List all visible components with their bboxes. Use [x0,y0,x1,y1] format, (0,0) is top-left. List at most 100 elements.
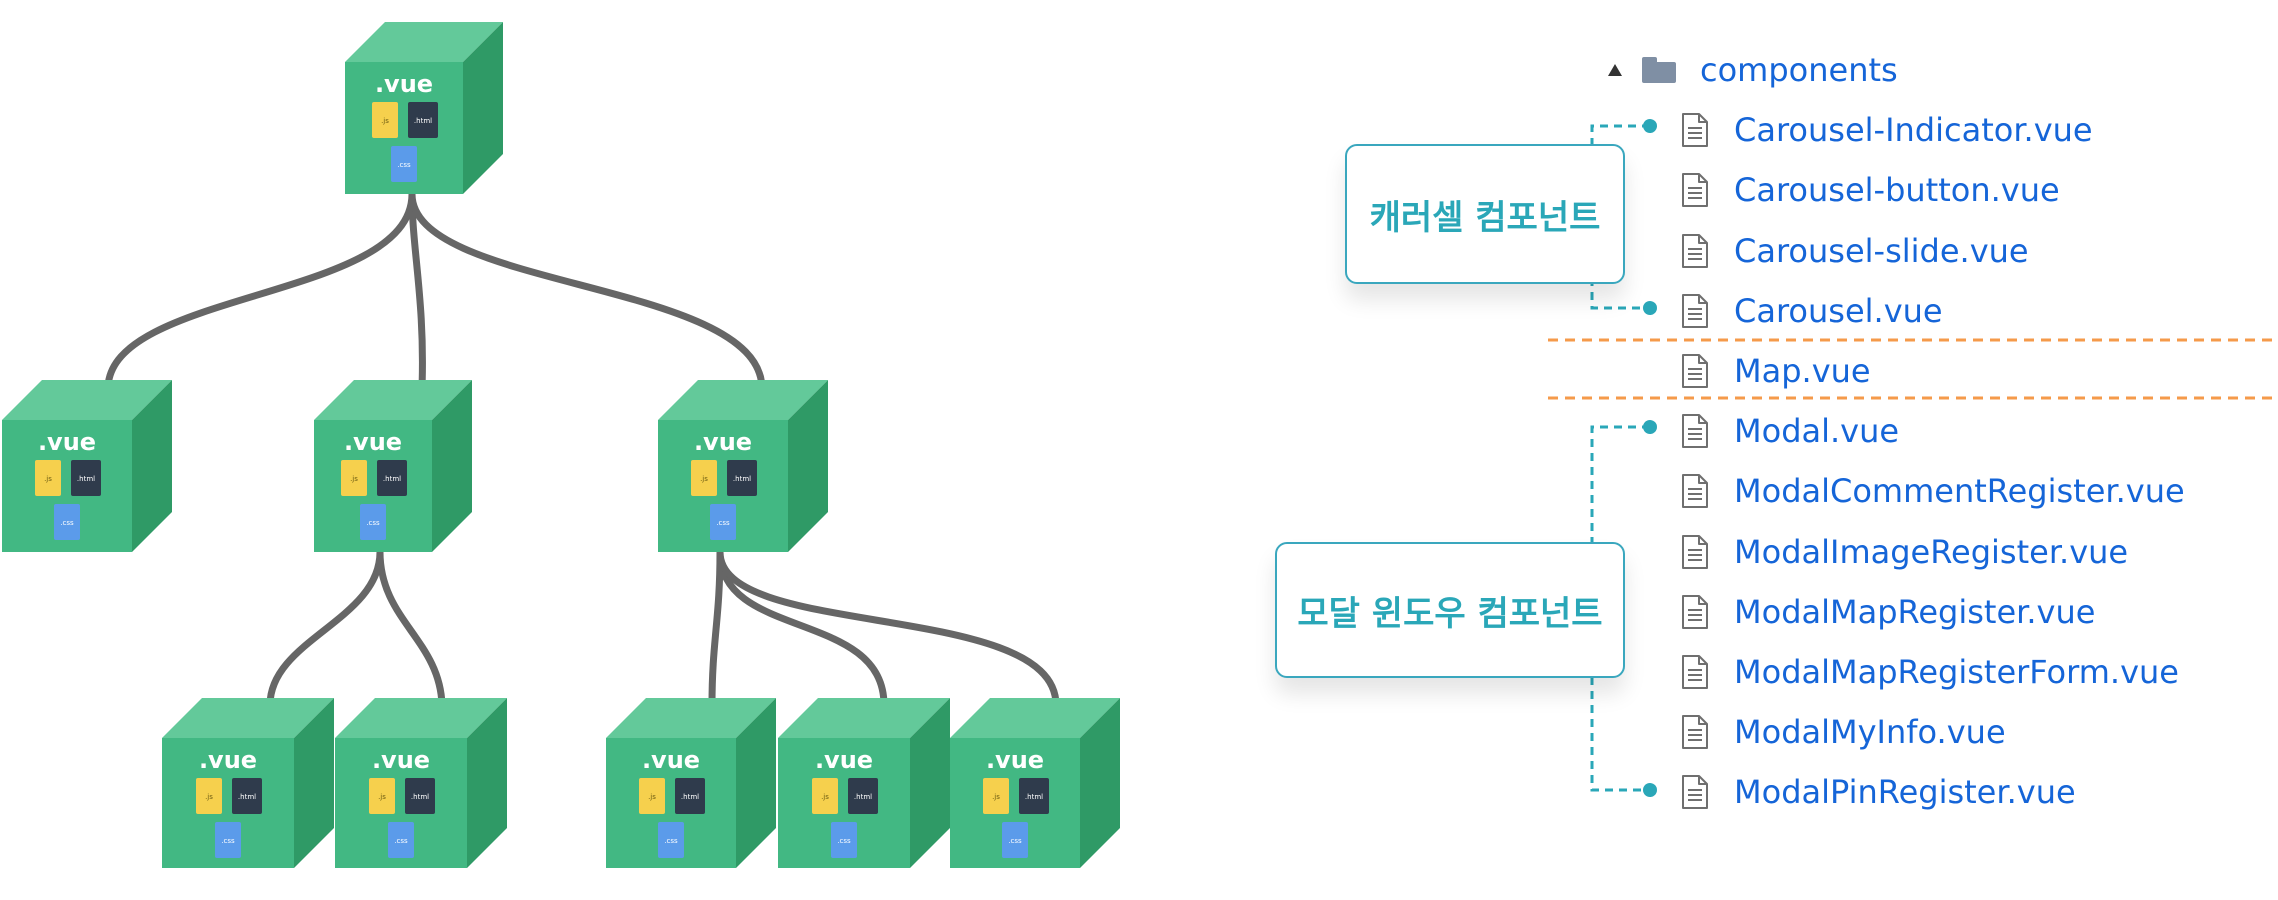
file-name: Carousel.vue [1734,292,1943,330]
html-file-icon [71,460,101,496]
file-name: ModalMapRegister.vue [1734,593,2096,631]
svg-text:.css: .css [366,519,380,527]
folder-row-components[interactable]: components [1600,40,1898,100]
callout-carousel-components: 캐러셀 컴포넌트 [1345,144,1625,284]
tree-connectors [104,190,1060,709]
css-file-icon [54,504,80,540]
cube-title: .vue [815,746,873,774]
document-icon [1682,414,1708,448]
file-row[interactable]: Carousel.vue [1680,281,1943,341]
cube-title: .vue [38,428,96,456]
js-file-icon [341,460,367,496]
tree-connector [408,190,766,392]
document-icon [1682,474,1708,508]
document-icon [1682,234,1708,268]
document-icon [1682,715,1708,749]
svg-text:.js: .js [44,475,52,483]
svg-text:.html: .html [681,793,699,801]
svg-text:.css: .css [397,161,411,169]
svg-text:.html: .html [1025,793,1043,801]
file-row[interactable]: ModalMapRegisterForm.vue [1680,642,2179,702]
svg-text:.html: .html [854,793,872,801]
html-file-icon [232,778,262,814]
file-row[interactable]: ModalImageRegister.vue [1680,522,2128,582]
html-file-icon [405,778,435,814]
vue-component-cube: .vue .js .html .css [335,698,507,868]
file-row[interactable]: ModalMapRegister.vue [1680,582,2095,642]
file-name: ModalMapRegisterForm.vue [1734,653,2179,691]
svg-text:.js: .js [350,475,358,483]
js-file-icon [35,460,61,496]
document-icon [1682,354,1708,388]
document-icon [1682,655,1708,689]
svg-text:.css: .css [837,837,851,845]
html-file-icon [377,460,407,496]
html-file-icon [1019,778,1049,814]
tree-connector [266,548,384,709]
vue-component-cube: .vue .js .html .css [606,698,776,868]
document-icon [1682,595,1708,629]
css-file-icon [360,504,386,540]
cube-title: .vue [372,746,430,774]
svg-text:.js: .js [648,793,656,801]
svg-text:.js: .js [821,793,829,801]
vue-component-cube: .vue .js .html .css [778,698,950,868]
html-file-icon [727,460,757,496]
html-file-icon [675,778,705,814]
file-row[interactable]: ModalCommentRegister.vue [1680,461,2185,521]
html-file-icon [848,778,878,814]
tree-connector [408,190,426,392]
cube-title: .vue [199,746,257,774]
file-name: Map.vue [1734,352,1871,390]
vue-component-cube: .vue.js.html.css [162,698,334,868]
js-file-icon [639,778,665,814]
modal-bracket-dot-bottom [1643,783,1657,797]
vue-component-cube: .vue.js.html.css [658,380,828,552]
document-icon [1682,294,1708,328]
carousel-bracket-dot-top [1643,119,1657,133]
file-row[interactable]: Modal.vue [1680,401,1899,461]
callout-modal-components: 모달 윈도우 컴포넌트 [1275,542,1625,678]
svg-text:.html: .html [238,793,256,801]
svg-text:.html: .html [77,475,95,483]
file-row[interactable]: Carousel-slide.vue [1680,221,2029,281]
vue-component-cube: .vue.js.html.css [950,698,1120,868]
svg-text:.css: .css [60,519,74,527]
file-row[interactable]: Carousel-Indicator.vue [1680,100,2093,160]
disclosure-triangle-icon[interactable] [1608,64,1622,76]
file-name: ModalPinRegister.vue [1734,773,2076,811]
svg-text:.html: .html [411,793,429,801]
js-file-icon [812,778,838,814]
file-row[interactable]: ModalPinRegister.vue [1680,762,2076,822]
svg-text:.css: .css [394,837,408,845]
cube-title: .vue [642,746,700,774]
css-file-icon [215,822,241,858]
svg-text:.html: .html [383,475,401,483]
css-file-icon [391,146,417,182]
file-row[interactable]: ModalMyInfo.vue [1680,702,2006,762]
js-file-icon [196,778,222,814]
svg-text:.js: .js [992,793,1000,801]
component-cubes: .vue .js .html .css .vue .js .html .css .vue .js.… [2,22,1120,868]
css-file-icon [710,504,736,540]
file-name: Carousel-Indicator.vue [1734,111,2093,149]
file-name: Carousel-slide.vue [1734,232,2029,270]
document-icon [1682,775,1708,809]
carousel-bracket-dot-bottom [1643,301,1657,315]
document-icon [1682,535,1708,569]
tree-connector [716,548,888,709]
vue-component-cube: .vue.js.html.css [314,380,472,552]
cube-title: .vue [986,746,1044,774]
svg-text:.css: .css [664,837,678,845]
svg-text:.js: .js [378,793,386,801]
folder-icon [1642,57,1676,83]
file-row[interactable]: Carousel-button.vue [1680,160,2060,220]
file-name: ModalCommentRegister.vue [1734,472,2185,510]
html-file-icon [408,102,438,138]
file-row[interactable]: Map.vue [1680,341,1871,401]
tree-connector [104,190,416,392]
file-name: ModalMyInfo.vue [1734,713,2006,751]
css-file-icon [1002,822,1028,858]
tree-connector [716,548,1060,709]
svg-text:.html: .html [733,475,751,483]
